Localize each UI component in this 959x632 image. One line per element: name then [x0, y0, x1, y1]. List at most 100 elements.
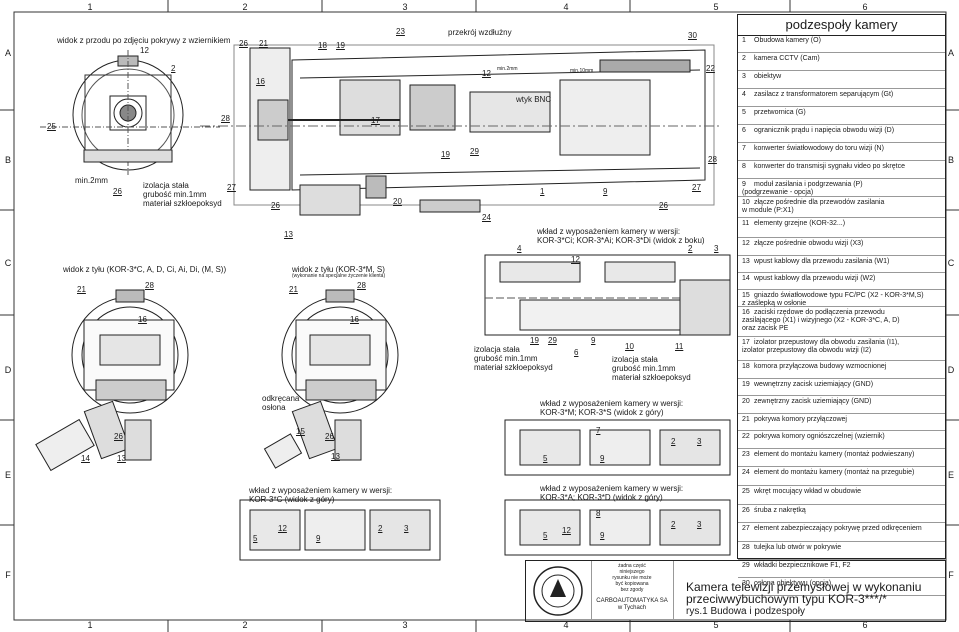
part-description: wkręt mocujący wkład w obudowie — [754, 488, 861, 495]
callout-20: 20 — [393, 197, 402, 206]
frame-row-b-right: B — [947, 155, 954, 165]
callout-6: 6 — [574, 348, 579, 357]
callout-7: 7 — [596, 426, 601, 435]
callout-21-b: 21 — [77, 285, 86, 294]
callout-9-b: 9 — [591, 336, 596, 345]
insulation-label-c: izolacja stała grubość min.1mm materiał … — [612, 355, 691, 382]
part-description: przetwornica (G) — [754, 109, 806, 116]
callout-28-d: 28 — [357, 281, 366, 290]
callout-25: 25 — [47, 122, 56, 131]
callout-29-b: 29 — [548, 336, 557, 345]
callout-15: 15 — [296, 427, 305, 436]
callout-4: 4 — [517, 244, 522, 253]
callout-2-e: 2 — [671, 520, 676, 529]
callout-12-c: 12 — [278, 524, 287, 533]
parts-list-title: podzespoły kamery — [738, 15, 945, 36]
callout-21: 21 — [259, 39, 268, 48]
frame-col-1-bottom: 1 — [87, 620, 93, 630]
part-description: wpust kablowy dla przewodu wizji (W2) — [754, 275, 876, 282]
callout-2: 2 — [171, 64, 176, 73]
callout-2-d: 2 — [378, 524, 383, 533]
copyright-note: żadna część niniejszego rysunku nie może… — [591, 561, 674, 621]
part-number: 28 — [742, 544, 750, 551]
callout-3-b: 3 — [697, 437, 702, 446]
insulation-label-a: izolacja stała grubość min.1mm materiał … — [143, 181, 222, 208]
rear-view-b-note: (wykonanie na specjalne życzenie klienta… — [292, 273, 386, 279]
insert-top-c-drawing — [239, 499, 441, 561]
frame-row-a: A — [4, 48, 11, 58]
callout-26-d: 26 — [659, 201, 668, 210]
callout-2-b: 2 — [688, 244, 693, 253]
part-description: śruba z nakrętką — [754, 507, 806, 514]
unscrewed-cover-label: odkręcana osłona — [262, 394, 300, 412]
part-number: 1 — [742, 37, 746, 44]
company-name: CARBOAUTOMATYKA SA w Tychach — [596, 598, 668, 611]
frame-row-c: C — [4, 258, 12, 268]
parts-list-row: 14 wpust kablowy dla przewodu wizji (W2) — [738, 273, 945, 290]
rear-view-a-drawing — [35, 289, 189, 472]
callout-19-b: 19 — [441, 150, 450, 159]
part-number: 26 — [742, 507, 750, 514]
part-description: tulejka lub otwór w pokrywie — [754, 544, 842, 551]
part-number: 27 — [742, 525, 750, 532]
part-number: 30 — [742, 580, 750, 587]
part-number: 25 — [742, 488, 750, 495]
part-description: wkładki bezpiecznikowe F1, F2 — [754, 562, 851, 569]
part-number: 16 — [742, 309, 750, 316]
callout-30: 30 — [688, 31, 697, 40]
rear-view-a-label: widok z tyłu (KOR-3*C, A, D, Ci, Ai, Di,… — [63, 265, 227, 274]
callout-26-e: 26 — [114, 432, 123, 441]
callout-26: 26 — [239, 39, 248, 48]
part-description: element do montażu kamery (montaż na prz… — [754, 469, 915, 476]
front-view-label: widok z przodu po zdjęciu pokrywy z wzie… — [57, 36, 231, 45]
callout-5-c: 5 — [543, 531, 548, 540]
callout-12-d: 12 — [562, 526, 571, 535]
insert-side-drawing — [484, 254, 731, 336]
frame-col-6-bottom: 6 — [862, 620, 868, 630]
frame-col-4-bottom: 4 — [563, 620, 569, 630]
part-number: 20 — [742, 398, 750, 405]
callout-3-c: 3 — [404, 524, 409, 533]
part-description: element do montażu kamery (montaż podwie… — [754, 451, 915, 458]
front-view-part-number: 12 — [140, 46, 149, 55]
parts-list-row: 26 śruba z nakrętką — [738, 505, 945, 523]
part-description: pokrywa komory przyłączowej — [754, 416, 847, 423]
callout-9-d: 9 — [316, 534, 321, 543]
parts-list-row: 28 tulejka lub otwór w pokrywie — [738, 542, 945, 560]
part-number: 7 — [742, 145, 746, 152]
part-number: 15 — [742, 292, 750, 299]
frame-col-6: 6 — [862, 2, 868, 12]
frame-col-2-bottom: 2 — [242, 620, 248, 630]
callout-8: 8 — [596, 509, 601, 518]
part-number: 4 — [742, 91, 746, 98]
part-description: gniazdo światłowodowe typu FC/PC (X2 - K… — [742, 292, 924, 307]
part-description: zaciski rzędowe do podłączenia przewodu … — [742, 309, 900, 332]
callout-5: 5 — [543, 454, 548, 463]
frame-row-f-right: F — [948, 570, 954, 580]
part-description: obiektyw — [754, 73, 782, 80]
parts-list-row: 5 przetwornica (G) — [738, 107, 945, 125]
callout-9: 9 — [603, 187, 608, 196]
part-number: 12 — [742, 240, 750, 247]
part-number: 18 — [742, 363, 750, 370]
callout-24: 24 — [482, 213, 491, 222]
part-number: 14 — [742, 275, 750, 282]
part-number: 5 — [742, 109, 746, 116]
min-2mm-top-label: min.2mm — [497, 66, 518, 72]
callout-19: 19 — [336, 41, 345, 50]
callout-13-c: 13 — [331, 452, 340, 461]
callout-13-b: 13 — [117, 454, 126, 463]
callout-19-c: 19 — [530, 336, 539, 345]
callout-18: 18 — [318, 41, 327, 50]
